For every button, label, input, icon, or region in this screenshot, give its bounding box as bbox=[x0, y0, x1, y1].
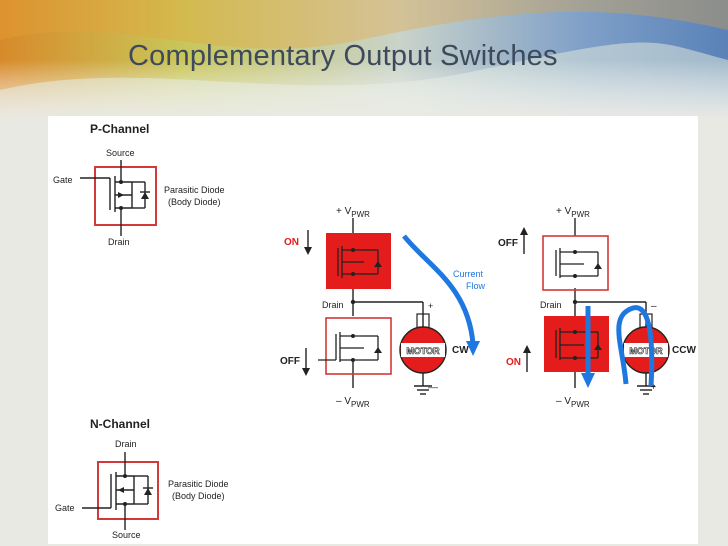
p-channel-diode-line1: Parasitic Diode bbox=[164, 185, 225, 195]
n-channel-diode-line1: Parasitic Diode bbox=[168, 479, 229, 489]
p-channel-body-diode-icon bbox=[141, 192, 149, 199]
cw-circuit: + VPWR – VPWR ON bbox=[280, 206, 486, 409]
complementary-switches-diagram: P-Channel Source Gate Drain Parasitic Di… bbox=[53, 122, 696, 540]
ccw-plus-label: + bbox=[651, 382, 656, 392]
n-channel-gate-label: Gate bbox=[55, 503, 75, 513]
p-channel-mosfet-symbol bbox=[80, 160, 150, 236]
ccw-off-arrow-icon bbox=[520, 227, 528, 235]
ccw-bottom-switch-label: ON bbox=[506, 357, 521, 368]
p-channel-legend: P-Channel Source Gate Drain Parasitic Di… bbox=[53, 122, 225, 247]
cw-vpwr-bottom-label: – VPWR bbox=[336, 396, 370, 409]
n-channel-heading: N-Channel bbox=[90, 417, 150, 431]
n-channel-arrow-icon bbox=[118, 487, 124, 493]
ccw-top-switch-label: OFF bbox=[498, 238, 518, 249]
cw-direction-label: CW bbox=[452, 345, 469, 356]
cw-off-arrow-icon bbox=[302, 368, 310, 376]
ccw-vpwr-bottom-label: – VPWR bbox=[556, 396, 590, 409]
cw-flow-label-line2: Flow bbox=[466, 281, 486, 291]
cw-bottom-switch-off bbox=[325, 317, 392, 375]
p-channel-gate-label: Gate bbox=[53, 175, 73, 185]
p-channel-drain-label: Drain bbox=[108, 237, 130, 247]
cw-motor-label: MOTOR bbox=[406, 346, 440, 356]
ccw-current-flow-arrowhead-icon bbox=[581, 373, 595, 388]
cw-flow-label-line1: Current bbox=[453, 269, 484, 279]
ccw-top-switch-off bbox=[542, 235, 609, 291]
ccw-minus-label: – bbox=[651, 301, 657, 312]
n-channel-source-label: Source bbox=[112, 530, 141, 540]
p-channel-box bbox=[94, 166, 157, 226]
ccw-motor-label: MOTOR bbox=[629, 346, 663, 356]
slide-title: Complementary Output Switches bbox=[128, 40, 558, 72]
cw-current-flow-arrowhead-icon bbox=[466, 341, 480, 356]
ccw-on-arrow-icon bbox=[523, 345, 531, 353]
n-channel-diode-line2: (Body Diode) bbox=[172, 491, 225, 501]
ccw-direction-label: CCW bbox=[672, 345, 696, 356]
cw-current-flow-arrow bbox=[402, 234, 476, 345]
p-channel-diode-line2: (Body Diode) bbox=[168, 197, 221, 207]
ccw-circuit: + VPWR – VPWR OFF bbox=[498, 206, 696, 409]
n-channel-legend: N-Channel Drain Gate Source Parasitic Di… bbox=[55, 417, 229, 540]
cw-on-arrow-icon bbox=[304, 247, 312, 255]
cw-vpwr-top-label: + VPWR bbox=[336, 206, 370, 219]
ccw-drain-label: Drain bbox=[540, 300, 562, 310]
ccw-vpwr-top-label: + VPWR bbox=[556, 206, 590, 219]
ccw-current-flow-arrow bbox=[616, 305, 655, 387]
cw-top-switch-on bbox=[326, 233, 391, 289]
cw-plus-label: + bbox=[428, 301, 433, 311]
n-channel-body-diode-icon bbox=[144, 488, 152, 495]
cw-top-switch-label: ON bbox=[284, 237, 299, 248]
n-channel-box bbox=[97, 461, 159, 520]
cw-drain-label: Drain bbox=[322, 300, 344, 310]
ccw-bottom-switch-on bbox=[544, 316, 609, 372]
cw-minus-label: –– bbox=[428, 382, 438, 392]
cw-bottom-switch-label: OFF bbox=[280, 356, 300, 367]
p-channel-arrow-icon bbox=[118, 192, 124, 198]
n-channel-drain-label: Drain bbox=[115, 439, 137, 449]
p-channel-heading: P-Channel bbox=[90, 122, 149, 136]
p-channel-source-label: Source bbox=[106, 148, 135, 158]
